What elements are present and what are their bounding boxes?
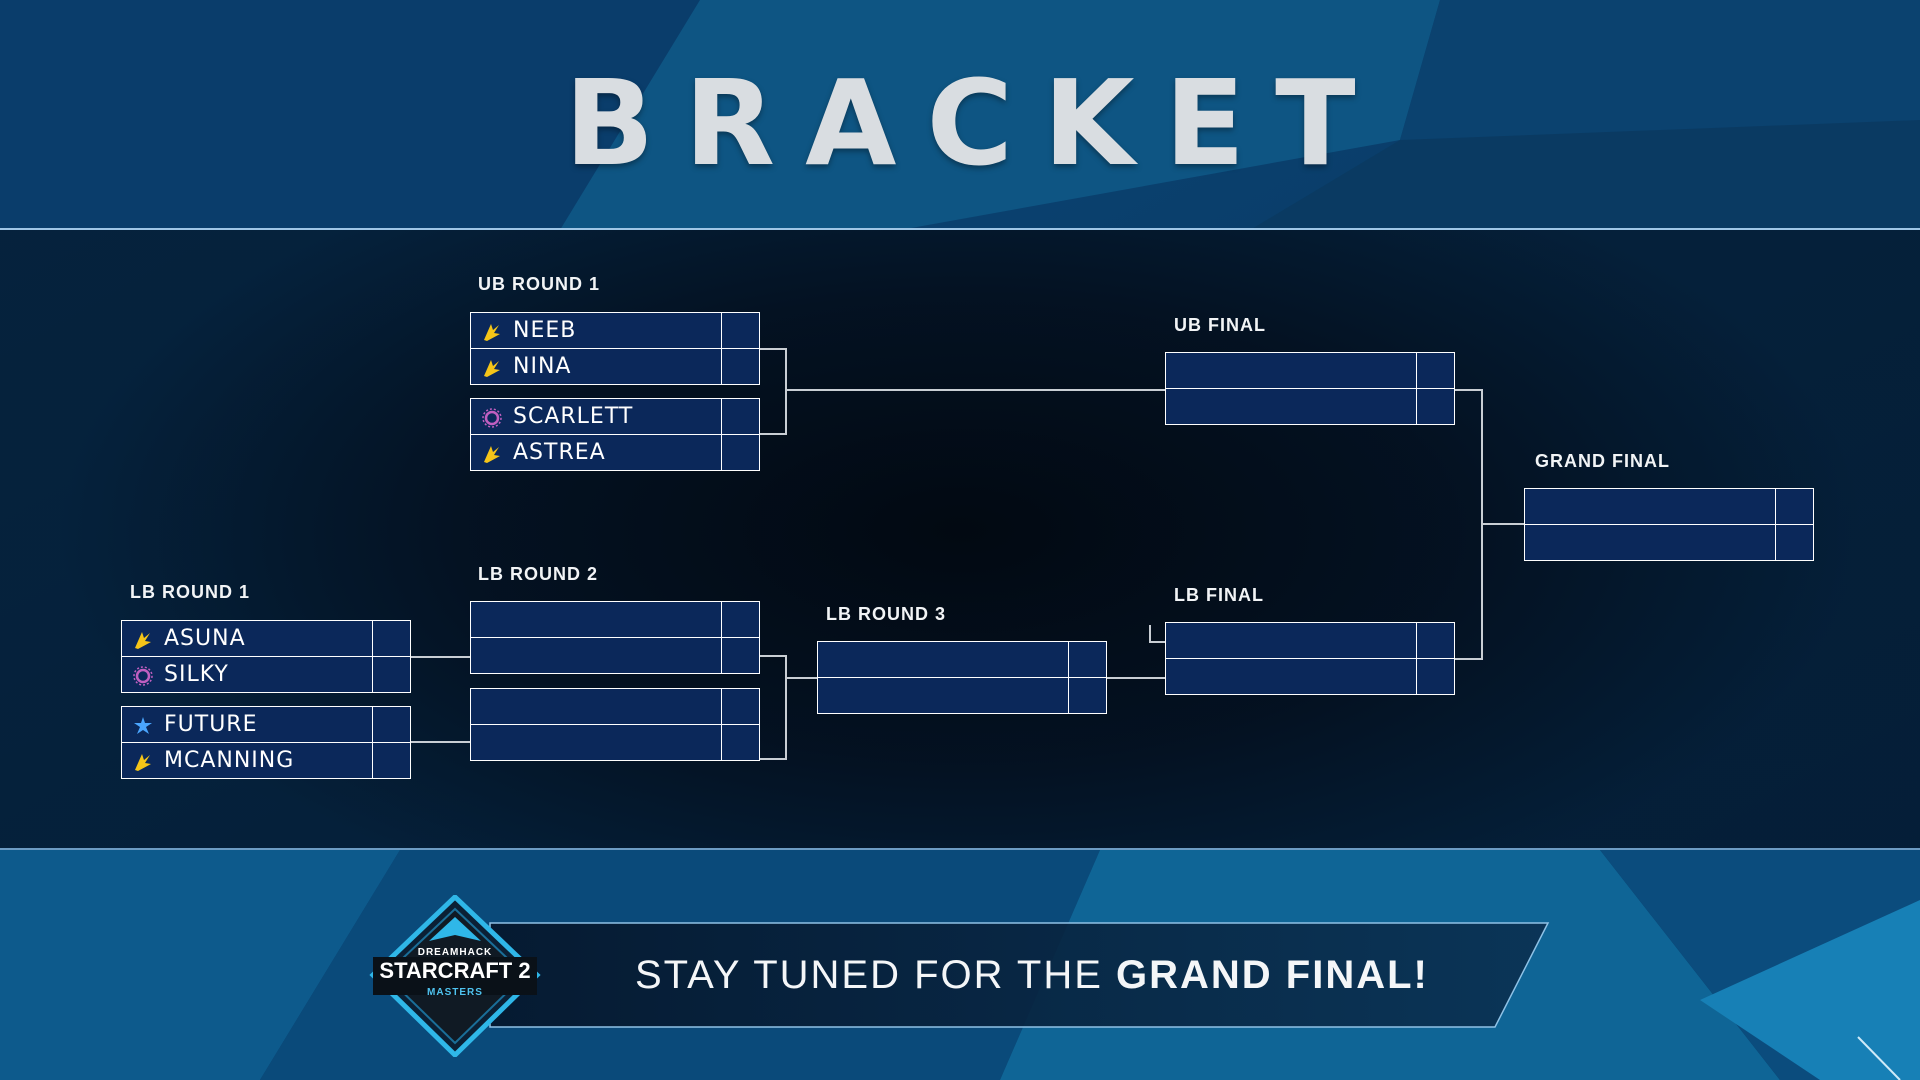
score-cell	[372, 741, 410, 779]
zerg-icon	[482, 408, 502, 428]
player-slot[interactable]: SCARLETT	[470, 397, 760, 435]
player-slot[interactable]	[1524, 487, 1814, 525]
score-cell	[1775, 487, 1813, 525]
match-grand-final[interactable]	[1524, 487, 1814, 562]
player-slot[interactable]	[1165, 621, 1455, 659]
match-ub1-2[interactable]: SCARLETT ASTREA	[470, 397, 760, 472]
protoss-icon	[484, 360, 500, 377]
lb-final-label: LB FINAL	[1174, 585, 1264, 605]
player-slot[interactable]: FUTURE	[121, 705, 411, 743]
score-cell	[721, 600, 759, 638]
protoss-icon	[484, 446, 500, 463]
match-lb3[interactable]	[817, 640, 1107, 715]
match-ub-final[interactable]	[1165, 351, 1455, 426]
score-cell	[721, 311, 759, 349]
dreamhack-sc2-masters-logo: DREAMHACK STARCRAFT 2 MASTERS	[365, 893, 545, 1059]
player-name: ASTREA	[513, 440, 606, 465]
protoss-icon	[135, 754, 151, 771]
player-slot[interactable]	[817, 676, 1107, 714]
match-lb1-2[interactable]: FUTURE MCANNING	[121, 705, 411, 780]
ub-round-1-label: UB ROUND 1	[478, 274, 601, 294]
match-lb2-2[interactable]	[470, 687, 760, 762]
player-slot[interactable]: ASTREA	[470, 433, 760, 471]
score-cell	[372, 619, 410, 657]
player-slot[interactable]: ASUNA	[121, 619, 411, 657]
logo-text-starcraft: STARCRAFT 2	[379, 958, 531, 983]
protoss-icon	[484, 324, 500, 341]
player-name: NINA	[513, 354, 572, 379]
player-name: MCANNING	[164, 748, 295, 773]
player-slot[interactable]	[1165, 657, 1455, 695]
player-slot[interactable]	[1524, 523, 1814, 561]
logo-emblem	[369, 893, 541, 1059]
score-cell	[1416, 657, 1454, 695]
score-cell	[721, 723, 759, 761]
protoss-icon	[135, 632, 151, 649]
logo-text-masters: MASTERS	[427, 987, 483, 998]
player-slot[interactable]	[470, 723, 760, 761]
match-lb1-1[interactable]: ASUNA SILKY	[121, 619, 411, 694]
match-lb2-1[interactable]	[470, 600, 760, 675]
logo-text-dreamhack: DREAMHACK	[417, 947, 493, 958]
player-slot[interactable]	[470, 687, 760, 725]
announcement-banner: STAY TUNED FOR THE GRAND FINAL!	[470, 922, 1550, 1028]
lb-round-1-label: LB ROUND 1	[130, 582, 251, 602]
score-cell	[372, 655, 410, 693]
score-cell	[1416, 387, 1454, 425]
score-cell	[721, 347, 759, 385]
player-slot[interactable]	[470, 636, 760, 674]
score-cell	[1068, 640, 1106, 678]
terran-icon	[134, 717, 152, 734]
lb-round-3-label: LB ROUND 3	[826, 604, 947, 624]
player-name: NEEB	[513, 318, 577, 343]
player-slot[interactable]: MCANNING	[121, 741, 411, 779]
grand-final-label: GRAND FINAL	[1535, 451, 1670, 471]
player-name: ASUNA	[164, 626, 246, 651]
score-cell	[372, 705, 410, 743]
banner-text: STAY TUNED FOR THE GRAND FINAL!	[635, 953, 1429, 997]
player-slot[interactable]	[470, 600, 760, 638]
match-lb-final[interactable]	[1165, 621, 1455, 696]
player-name: FUTURE	[164, 712, 258, 737]
score-cell	[1775, 523, 1813, 561]
score-cell	[721, 397, 759, 435]
match-ub1-1[interactable]: NEEB NINA	[470, 311, 760, 386]
player-name: SCARLETT	[513, 404, 634, 429]
score-cell	[721, 433, 759, 471]
lb-round-2-label: LB ROUND 2	[478, 564, 599, 584]
page-title: BRACKET	[564, 54, 1386, 192]
player-slot[interactable]: SILKY	[121, 655, 411, 693]
player-slot[interactable]	[817, 640, 1107, 678]
score-cell	[721, 687, 759, 725]
player-slot[interactable]	[1165, 387, 1455, 425]
player-name: SILKY	[164, 662, 229, 687]
score-cell	[1068, 676, 1106, 714]
score-cell	[1416, 351, 1454, 389]
score-cell	[721, 636, 759, 674]
player-slot[interactable]	[1165, 351, 1455, 389]
player-slot[interactable]: NEEB	[470, 311, 760, 349]
ub-final-label: UB FINAL	[1174, 315, 1266, 335]
score-cell	[1416, 621, 1454, 659]
player-slot[interactable]: NINA	[470, 347, 760, 385]
zerg-icon	[133, 666, 153, 686]
